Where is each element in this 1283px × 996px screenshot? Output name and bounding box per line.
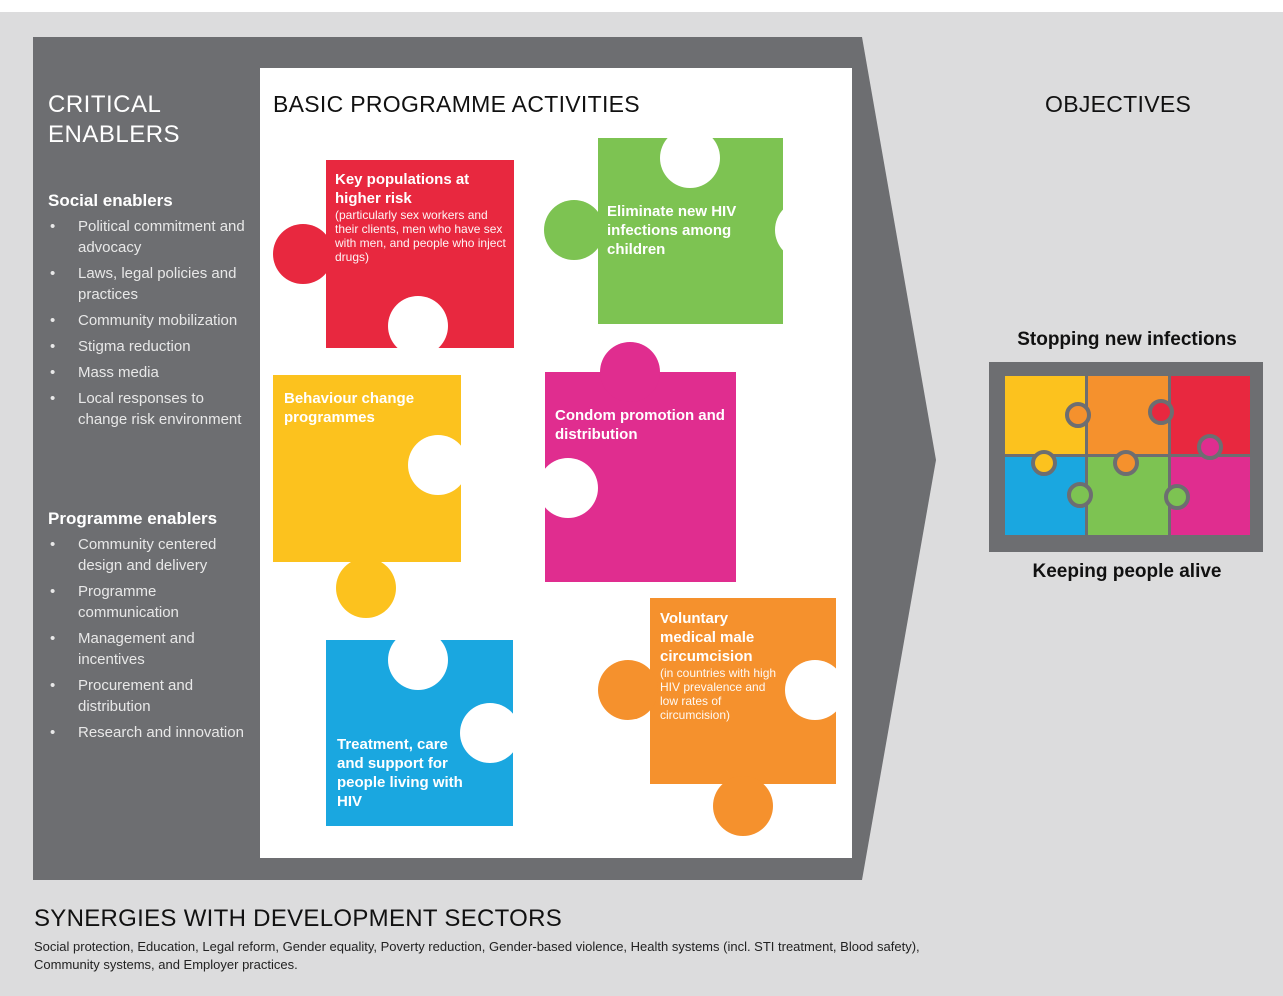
circumcision-label: Voluntary medical male circumcision xyxy=(660,610,755,665)
keeping-people-alive-label: Keeping people alive xyxy=(1032,561,1222,582)
list-item: Political commitment and advocacy xyxy=(48,216,253,258)
synergies-title: SYNERGIES WITH DEVELOPMENT SECTORS xyxy=(34,905,563,932)
list-item: Community mobilization xyxy=(48,310,253,331)
activities-title: BASIC PROGRAMME ACTIVITIES xyxy=(273,91,640,117)
eliminate-children-label: Eliminate new HIV infections among child… xyxy=(607,203,737,258)
treatment-label: Treatment, care and support for people l… xyxy=(337,736,463,810)
list-item: Laws, legal policies and practices xyxy=(48,263,253,305)
circumcision-detail: (in countries with high HIV prevalence a… xyxy=(660,666,777,722)
list-item: Research and innovation xyxy=(48,722,253,743)
stopping-new-infections-label: Stopping new infections xyxy=(1017,329,1237,350)
social-enablers-list: Political commitment and advocacy Laws, … xyxy=(48,216,253,430)
objectives-puzzle-graphic xyxy=(989,362,1263,552)
puzzle-piece-eliminate-children xyxy=(544,128,835,324)
list-item: Stigma reduction xyxy=(48,336,253,357)
puzzle-piece-condom xyxy=(538,342,736,582)
programme-enablers-list: Community centered design and delivery P… xyxy=(48,534,253,743)
puzzle-piece-treatment xyxy=(326,630,520,826)
puzzle-piece-key-populations xyxy=(273,160,514,356)
list-item: Programme communication xyxy=(48,581,253,623)
list-item: Community centered design and delivery xyxy=(48,534,253,576)
behaviour-change-label: Behaviour change programmes xyxy=(284,390,415,426)
condom-text: Condom promotion and distribution xyxy=(555,406,733,444)
behaviour-change-text: Behaviour change programmes xyxy=(284,389,454,427)
list-item: Mass media xyxy=(48,362,253,383)
synergies-text: Social protection, Education, Legal refo… xyxy=(34,939,920,972)
key-populations-detail: (particularly sex workers and their clie… xyxy=(335,208,506,264)
programme-enablers-heading: Programme enablers xyxy=(48,509,218,528)
objectives-title: OBJECTIVES xyxy=(1045,91,1192,117)
puzzle-piece-behaviour-change xyxy=(273,375,468,618)
treatment-text: Treatment, care and support for people l… xyxy=(337,735,467,811)
eliminate-children-text: Eliminate new HIV infections among child… xyxy=(607,202,757,259)
social-enablers-heading: Social enablers xyxy=(48,191,173,210)
list-item: Local responses to change risk environme… xyxy=(48,388,253,430)
puzzle-piece-circumcision xyxy=(598,598,845,836)
critical-enablers-title: CRITICAL ENABLERS xyxy=(48,91,181,148)
list-item: Procurement and distribution xyxy=(48,675,253,717)
circumcision-text: Voluntary medical male circumcision (in … xyxy=(660,609,785,722)
key-populations-text: Key populations at higher risk (particul… xyxy=(335,170,510,264)
key-populations-label: Key populations at higher risk xyxy=(335,171,470,207)
social-enablers-section: Social enablers Political commitment and… xyxy=(48,190,253,435)
condom-label: Condom promotion and distribution xyxy=(555,407,725,443)
list-item: Management and incentives xyxy=(48,628,253,670)
programme-enablers-section: Programme enablers Community centered de… xyxy=(48,508,253,748)
